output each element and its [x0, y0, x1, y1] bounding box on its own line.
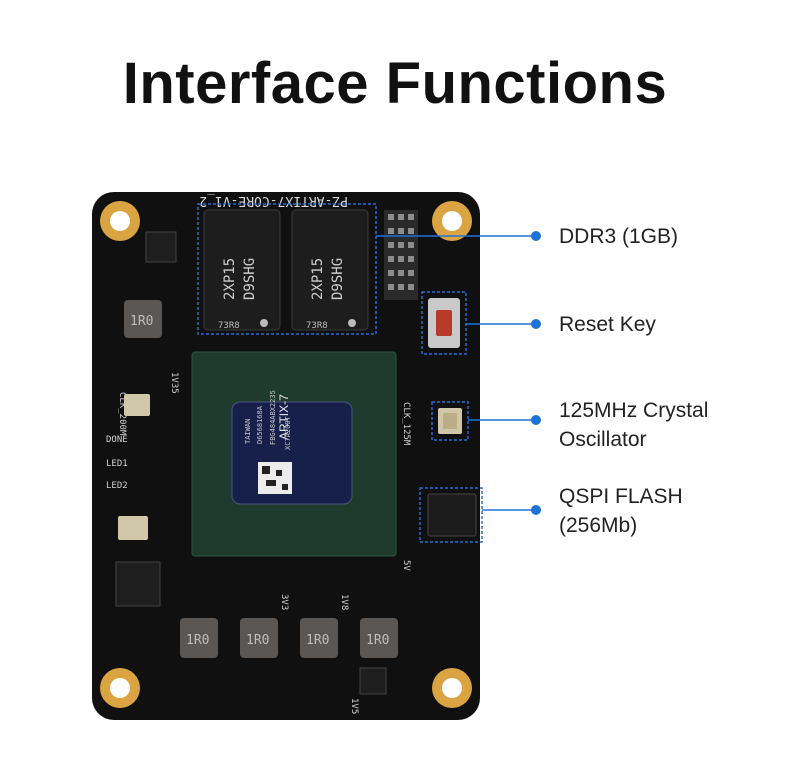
ddr3-chips: 2XP15 D9SHG 2XP15 D9SHG 73R8 73R8 — [197, 203, 377, 335]
callout-reset-key: Reset Key — [559, 313, 656, 336]
svg-text:XC7A200T: XC7A200T — [284, 415, 292, 450]
svg-text:1R0: 1R0 — [130, 314, 153, 329]
svg-text:2XP15: 2XP15 — [222, 258, 238, 300]
ddr3-chip-2 — [291, 209, 369, 331]
svg-text:2XP15: 2XP15 — [310, 258, 326, 300]
svg-text:1V35: 1V35 — [169, 372, 179, 394]
reset-key — [421, 291, 467, 355]
svg-text:1R0: 1R0 — [366, 633, 389, 648]
svg-text:1V5: 1V5 — [349, 698, 359, 714]
svg-text:D9SHG: D9SHG — [242, 258, 258, 300]
svg-text:5V: 5V — [401, 560, 411, 571]
qspi-flash — [419, 487, 483, 543]
svg-text:3V3: 3V3 — [279, 594, 289, 610]
fpga-chip: ARTIX-7 XC7A200T FBG484ABX2235 D6568168A… — [191, 351, 397, 557]
silkscreen-board-name: PZ-ARTIX7-CORE-V1_2 — [199, 193, 348, 208]
page-title: Interface Functions — [122, 51, 668, 116]
mounting-holes — [100, 201, 472, 708]
svg-text:73R8: 73R8 — [306, 321, 328, 331]
svg-text:CLK_125M: CLK_125M — [401, 402, 411, 446]
svg-text:73R8: 73R8 — [218, 321, 240, 331]
svg-text:1R0: 1R0 — [306, 633, 329, 648]
svg-text:LED1: LED1 — [106, 459, 128, 469]
power-inductors: 1R0 1R0 1R0 1R0 — [180, 618, 398, 695]
callout-lines — [376, 231, 541, 515]
callout-ddr3: DDR3 (1GB) — [559, 225, 679, 248]
svg-text:1V8: 1V8 — [339, 594, 349, 610]
svg-text:TAIWAN: TAIWAN — [244, 419, 252, 444]
svg-text:D9SHG: D9SHG — [330, 258, 346, 300]
svg-text:FBG484ABX2235: FBG484ABX2235 — [269, 390, 277, 445]
callout-qspi-flash: QSPI FLASH (256Mb) — [559, 485, 683, 537]
callout-crystal-oscillator: 125MHz Crystal Oscillator — [559, 399, 709, 451]
svg-text:1R0: 1R0 — [186, 633, 209, 648]
svg-text:DONE: DONE — [106, 435, 128, 445]
svg-text:LED2: LED2 — [106, 481, 128, 491]
left-silk-labels: 1V35 CLK_200M CLK_125M DONE LED1 LED2 5V… — [106, 372, 411, 714]
small-components: 1R0 — [115, 231, 177, 607]
svg-text:1R0: 1R0 — [246, 633, 269, 648]
crystal-oscillator-125mhz — [431, 401, 469, 441]
svg-text:D6568168A: D6568168A — [256, 405, 264, 444]
header-pads — [384, 210, 418, 300]
ddr3-chip-1 — [203, 209, 281, 331]
svg-text:CLK_200M: CLK_200M — [117, 392, 127, 436]
svg-text:ARTIX-7: ARTIX-7 — [277, 394, 291, 440]
